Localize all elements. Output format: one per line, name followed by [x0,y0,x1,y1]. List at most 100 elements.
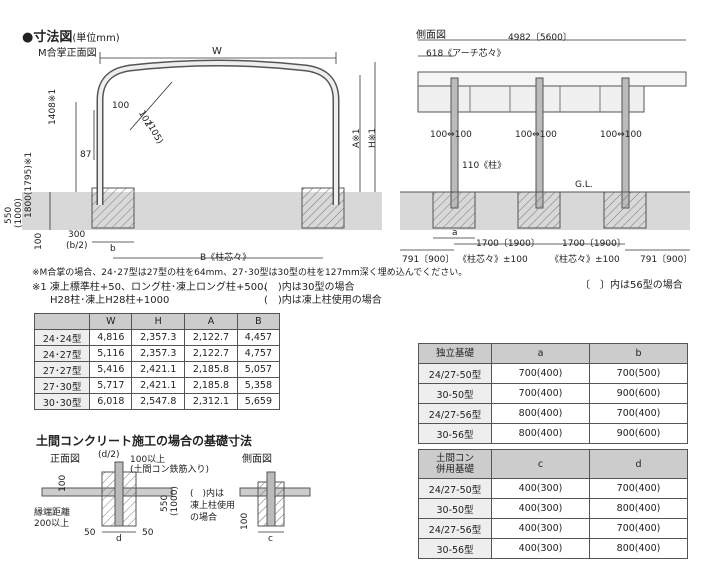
side-legend: 〔 〕内は56型の場合 [580,280,683,291]
note-1a: ※1 凍上標準柱+50、ロング柱･凍上ロング柱+500、 [32,282,274,293]
table-cell: 5,416 [89,361,133,378]
dim-a-side-label: a [452,228,458,238]
ft1-header: 独立基礎 a b [418,343,688,364]
table-cell: 5,057 [236,361,281,378]
concrete-c-label: c [268,534,273,544]
concrete-pillar-side [266,471,276,527]
spec-table-header: W H A B [33,313,281,330]
row-label: 24/27-50型 [418,478,492,499]
dim-1800-label: 1800(1795)※1 [24,151,34,218]
concrete-side-label: 側面図 [242,454,272,465]
table-cell: 800(400) [589,498,688,519]
dim-a-label: A※1 [352,128,362,148]
side-pillar-3 [621,77,630,209]
front-view-label: M合掌正面図 [38,48,97,59]
dim-center2-label: 《柱芯々》±100 [550,255,620,265]
concrete-edge-label-1: 縁端距離 [34,508,71,518]
table-cell: 5,358 [236,377,281,394]
table-cell: 2,185.8 [184,361,238,378]
arch-frame-inner [98,61,338,205]
arch-frame-outer [96,59,340,205]
row-label: 27･30型 [33,377,91,394]
note-30-type: ( )内は30型の場合 [264,282,355,293]
row-label: 30-56型 [418,538,492,559]
ground-line-label: G.L. [575,180,593,190]
concrete-100-label: 100 [58,474,68,492]
table-cell: 5,659 [236,393,281,410]
note-frost: ( )内は凍上柱使用の場合 [264,295,382,306]
table-cell: 400(300) [491,478,590,499]
unit-label: (単位mm) [72,33,120,44]
dim-1408-label: 1408※1 [48,88,58,125]
row-label: 30-56型 [418,423,492,444]
table-cell: 800(400) [491,423,590,444]
concrete-d2-label: (d/2) [98,450,120,460]
radius-line [129,81,173,131]
table-cell: 2,357.3 [131,345,186,362]
table-cell: 900(600) [589,423,688,444]
table-cell: 4,757 [236,345,281,362]
table-cell: 400(300) [491,518,590,539]
dim-span2-label: 1700〔1900〕 [562,239,626,249]
table-cell: 700(400) [589,403,688,424]
side-footing-2 [517,191,561,229]
dim-300-label: 300 [68,230,86,240]
side-arrows-2: 100⇔100 [515,130,557,140]
concrete-rebar-label: (土間コン鉄筋入り) [130,465,210,475]
row-label: 30-50型 [418,498,492,519]
dim-h-label: H※1 [368,127,378,148]
concrete-frost-note-2: 凍上柱使用 [190,501,236,511]
table-cell: 5,717 [89,377,133,394]
concrete-frost-note-3: の場合 [190,513,218,523]
dim-end1-label: 791〔900〕 [402,255,455,265]
dim-b2-label: (b/2) [66,241,88,251]
table-cell: 2,421.1 [131,361,186,378]
dim-87-label: 87 [80,150,92,160]
table-cell: 700(400) [491,363,590,384]
side-footing-3 [603,191,647,229]
concrete-edge-label-2: 200以上 [34,519,70,529]
dim-arch-label: 618《アーチ芯々》 [426,49,506,59]
table-cell: 700(500) [589,363,688,384]
table-cell: 2,357.3 [131,329,186,346]
concrete-50-right-label: 50 [142,528,154,538]
table-cell: 2,122.7 [184,345,238,362]
concrete-50-left-label: 50 [84,528,96,538]
table-cell: 2,122.7 [184,329,238,346]
bullet-icon: ● [22,30,34,45]
dim-550-alt-label: (1000) [14,198,24,228]
table-cell: 400(300) [491,538,590,559]
concrete-pillar-front [114,461,124,527]
side-view-label: 側面図 [416,30,446,41]
side-footing-1 [432,191,476,229]
concrete-front-label: 正面図 [50,454,80,465]
title-text: 寸法図 [33,30,73,45]
table-cell: 2,421.1 [131,377,186,394]
row-label: 24/27-56型 [418,518,492,539]
table-cell: 4,816 [89,329,133,346]
ft2-header: 土間コン併用基礎 c d [418,449,688,479]
table-cell: 5,116 [89,345,133,362]
dim-span1-label: 1700〔1900〕 [476,239,540,249]
row-label: 24･24型 [33,329,91,346]
table-cell: 800(400) [491,403,590,424]
row-label: 24/27-56型 [418,403,492,424]
concrete-section-title: 土間コンクリート施工の場合の基礎寸法 [36,434,253,448]
note-embed: ※M合掌の場合、24･27型は27型の柱を64mm、27･30型は30型の柱を1… [32,268,468,278]
table-cell: 6,018 [89,393,133,410]
concrete-100-over-label: 100以上 [130,455,166,465]
dim-center1-label: 《柱芯々》±100 [458,255,528,265]
dim-end2-label: 791〔900〕 [640,255,693,265]
concrete-550-label: 550 [160,494,170,512]
table-cell: 900(600) [589,383,688,404]
row-label: 30･30型 [33,393,91,410]
table-cell: 800(400) [589,538,688,559]
pillar-label: 110《柱》 [462,161,507,171]
